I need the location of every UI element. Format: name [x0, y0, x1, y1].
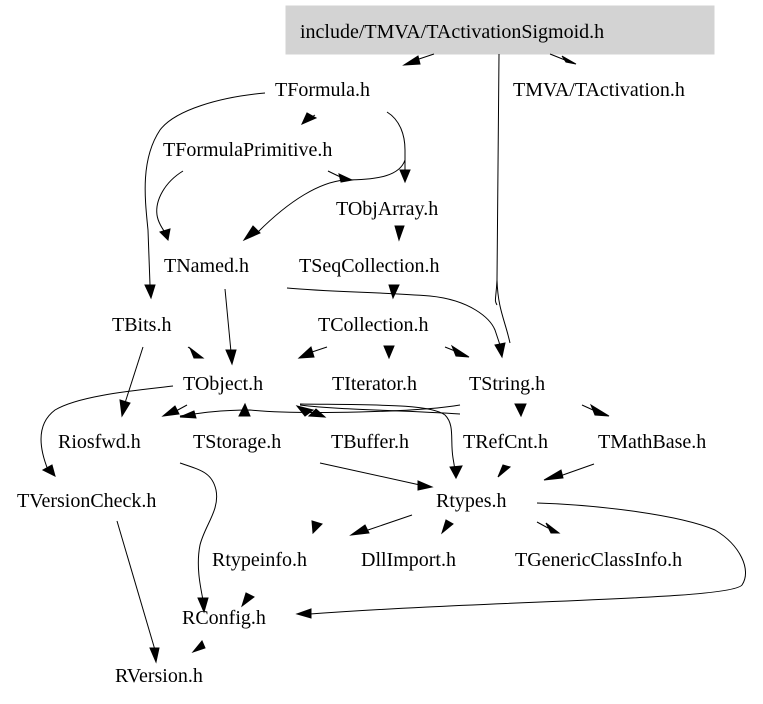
arrowhead	[417, 480, 434, 491]
node-root[interactable]: include/TMVA/TActivationSigmoid.h	[300, 21, 604, 43]
node-rversion[interactable]: RVersion.h	[115, 665, 203, 687]
edge-root-tactivation	[549, 53, 566, 61]
arrowhead	[144, 284, 156, 300]
arrowhead	[311, 520, 323, 535]
edge-tnamed-tobject	[224, 288, 232, 353]
edge-tformula-tbits	[144, 92, 266, 286]
node-tbuffer[interactable]: TBuffer.h	[331, 431, 409, 453]
edge-root-tstring-lower	[496, 279, 511, 344]
node-tgenericclassinfo[interactable]: TGenericClassInfo.h	[515, 549, 682, 571]
root-node-box	[285, 5, 715, 55]
arrowhead	[295, 608, 312, 619]
edge-root-tstring	[494, 53, 500, 306]
edge-tobject-rtypes	[299, 403, 456, 471]
node-tobjarray[interactable]: TObjArray.h	[336, 198, 438, 220]
arrowhead	[514, 403, 527, 418]
arrowhead	[225, 349, 237, 366]
node-riosfwd[interactable]: Riosfwd.h	[58, 431, 141, 453]
arrowhead	[388, 284, 400, 300]
edge-tversioncheck-rversion	[116, 520, 156, 651]
edge-tformula-tobjarray	[386, 111, 406, 170]
arrowhead	[41, 464, 56, 477]
edge-tobject-riosfwd	[175, 404, 188, 412]
edge-tcollection-tobject	[311, 346, 328, 353]
edge-rtypes-rtypeinfo	[367, 514, 413, 531]
edge-riosfwd-rconfig	[179, 462, 218, 601]
arrowhead	[241, 592, 255, 608]
node-dllimport[interactable]: DllImport.h	[361, 549, 456, 571]
arrowhead	[450, 344, 470, 358]
edge-tstring-riosfwd	[179, 404, 461, 417]
arrowhead	[394, 225, 405, 242]
arrowhead	[589, 403, 610, 417]
arrowhead	[399, 169, 411, 184]
node-tactivation[interactable]: TMVA/TActivation.h	[513, 79, 685, 101]
edge-tformulaprimitive-tnamed	[156, 170, 184, 235]
arrowhead	[402, 55, 421, 66]
arrowhead	[301, 112, 318, 125]
arrowhead	[545, 522, 561, 534]
node-tseqcollection[interactable]: TSeqCollection.h	[299, 255, 440, 277]
arrowhead	[561, 55, 577, 65]
nodes: include/TMVA/TActivationSigmoid.h TFormu…	[17, 21, 706, 687]
node-titerator[interactable]: TIterator.h	[332, 373, 417, 395]
arrowhead	[119, 399, 131, 418]
edge-tstorage-rtypes	[319, 462, 421, 486]
arrowhead	[383, 345, 395, 360]
node-tversioncheck[interactable]: TVersionCheck.h	[17, 490, 156, 512]
edge-rtypes-tgenericclassinfo	[536, 521, 549, 529]
edge-tmathbase-rtypes	[559, 463, 595, 477]
edge-tobject-tversioncheck	[40, 385, 174, 471]
arrowhead	[159, 228, 171, 242]
node-tmathbase[interactable]: TMathBase.h	[598, 431, 706, 453]
edges	[40, 53, 747, 664]
arrowhead	[494, 342, 506, 359]
node-tnamed[interactable]: TNamed.h	[164, 255, 249, 277]
arrowhead	[161, 405, 180, 417]
node-tformula[interactable]: TFormula.h	[275, 79, 370, 101]
edge-tnamed-tstring	[286, 287, 501, 346]
node-tobject[interactable]: TObject.h	[183, 373, 263, 395]
arrowhead	[149, 647, 160, 664]
arrowhead	[197, 597, 209, 614]
node-tstorage[interactable]: TStorage.h	[193, 431, 281, 453]
node-trefcnt[interactable]: TRefCnt.h	[463, 431, 548, 453]
edge-tstring-tmathbase	[581, 404, 594, 411]
arrowhead	[441, 519, 454, 535]
node-rconfig[interactable]: RConfig.h	[182, 607, 266, 629]
arrowhead	[349, 524, 370, 536]
arrowhead	[543, 469, 564, 481]
arrowhead	[188, 346, 205, 359]
arrowhead	[297, 346, 315, 359]
node-tformulaprimitive[interactable]: TFormulaPrimitive.h	[163, 139, 332, 161]
node-rtypeinfo[interactable]: Rtypeinfo.h	[212, 549, 307, 571]
arrowhead	[497, 464, 512, 478]
edge-rtypes-rconfig	[309, 502, 747, 615]
arrowhead	[449, 465, 463, 480]
node-tbits[interactable]: TBits.h	[112, 314, 171, 336]
edge-tobject-tbuffer	[299, 404, 461, 415]
arrowhead	[191, 640, 206, 654]
edge-tformula-tnamed	[257, 159, 406, 233]
node-rtypes[interactable]: Rtypes.h	[436, 490, 507, 512]
arrowhead	[179, 410, 197, 419]
edge-tbits-riosfwd	[124, 346, 144, 404]
node-tcollection[interactable]: TCollection.h	[318, 314, 429, 336]
node-tstring[interactable]: TString.h	[469, 373, 545, 395]
arrowhead	[242, 225, 261, 242]
